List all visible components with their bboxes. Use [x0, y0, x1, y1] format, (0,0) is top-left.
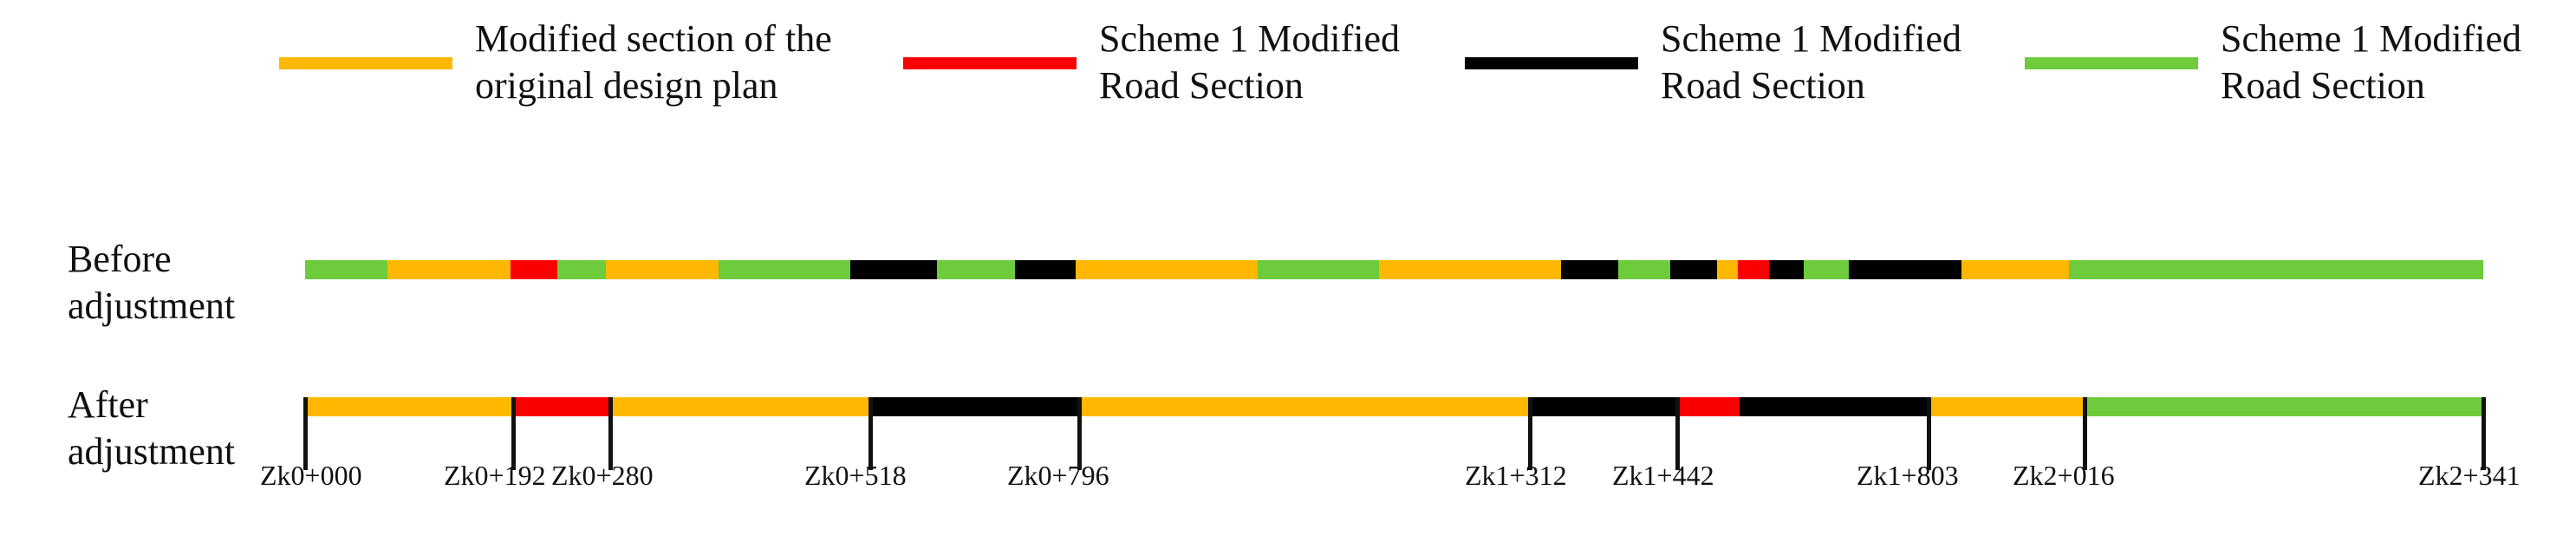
segment-red	[513, 397, 610, 416]
segment-green	[1804, 260, 1849, 279]
station-label: Zk2+016	[2013, 460, 2115, 491]
segment-green	[1618, 260, 1670, 279]
tick-Zk1-803	[1927, 397, 1931, 470]
segment-green	[2069, 260, 2483, 279]
legend-swatch-green	[2025, 57, 2198, 69]
segment-black	[1740, 397, 1929, 416]
segment-black	[1015, 260, 1076, 279]
segment-orange	[610, 397, 870, 416]
segment-orange	[1929, 397, 2085, 416]
tick-Zk0-280	[608, 397, 613, 470]
tick-Zk2-016	[2083, 397, 2087, 470]
tick-Zk2-341	[2482, 397, 2486, 470]
segment-green	[557, 260, 606, 279]
station-label: Zk0+280	[551, 460, 654, 491]
legend-label-scheme-1-red: Scheme 1 Modified Road Section	[1099, 17, 1401, 107]
segment-black	[1769, 260, 1804, 279]
tick-Zk0-796	[1077, 397, 1082, 470]
station-label: Zk1+312	[1465, 460, 1567, 491]
legend-swatch-orange	[279, 57, 452, 69]
legend-label-scheme-1-black: Scheme 1 Modified Road Section	[1661, 17, 1962, 107]
tick-Zk0-000	[303, 397, 308, 470]
legend-item-original-design: Modified section of the original design …	[279, 16, 832, 109]
segment-black	[1849, 260, 1961, 279]
segment-green	[305, 260, 387, 279]
bar-before-adjustment	[0, 260, 2576, 279]
segment-orange	[1079, 397, 1530, 416]
segment-green	[937, 260, 1015, 279]
segment-red	[1738, 260, 1769, 279]
legend-item-scheme-1-green: Scheme 1 Modified Road Section	[2025, 16, 2521, 109]
segment-orange	[606, 260, 719, 279]
segment-orange	[387, 260, 511, 279]
tick-Zk0-518	[868, 397, 873, 470]
segment-orange	[1379, 260, 1561, 279]
station-label: Zk1+803	[1857, 460, 1959, 491]
legend-swatch-red	[903, 57, 1077, 69]
station-label: Zk0+796	[1007, 460, 1109, 491]
legend: Modified section of the original design …	[0, 0, 2576, 156]
tick-Zk0-192	[511, 397, 516, 470]
row-label-after: After adjustment	[68, 383, 236, 473]
segment-orange	[1961, 260, 2069, 279]
segment-black	[850, 260, 937, 279]
segment-orange	[1076, 260, 1258, 279]
legend-item-scheme-1-black: Scheme 1 Modified Road Section	[1465, 16, 1961, 109]
legend-label-scheme-1-green: Scheme 1 Modified Road Section	[2221, 17, 2522, 107]
row-label-before: Before adjustment	[68, 238, 236, 327]
segment-green	[719, 260, 850, 279]
station-label: Zk2+341	[2418, 460, 2521, 491]
station-label: Zk0+518	[804, 460, 907, 491]
tick-Zk1-312	[1528, 397, 1532, 470]
segment-red	[511, 260, 557, 279]
tick-Zk1-442	[1675, 397, 1680, 470]
segment-black	[1670, 260, 1717, 279]
station-label: Zk0+000	[260, 460, 362, 491]
legend-swatch-black	[1465, 57, 1638, 69]
segment-green	[1258, 260, 1379, 279]
segment-orange	[1717, 260, 1738, 279]
segment-black	[1530, 397, 1677, 416]
legend-label-original-design: Modified section of the original design …	[475, 17, 832, 107]
station-label: Zk0+192	[444, 460, 546, 491]
bar-after-adjustment	[0, 397, 2576, 416]
segment-black	[1561, 260, 1618, 279]
segment-orange	[305, 397, 513, 416]
station-label: Zk1+442	[1612, 460, 1714, 491]
segment-green	[2085, 397, 2483, 416]
segment-red	[1677, 397, 1740, 416]
legend-item-scheme-1-red: Scheme 1 Modified Road Section	[903, 16, 1400, 109]
segment-black	[870, 397, 1079, 416]
